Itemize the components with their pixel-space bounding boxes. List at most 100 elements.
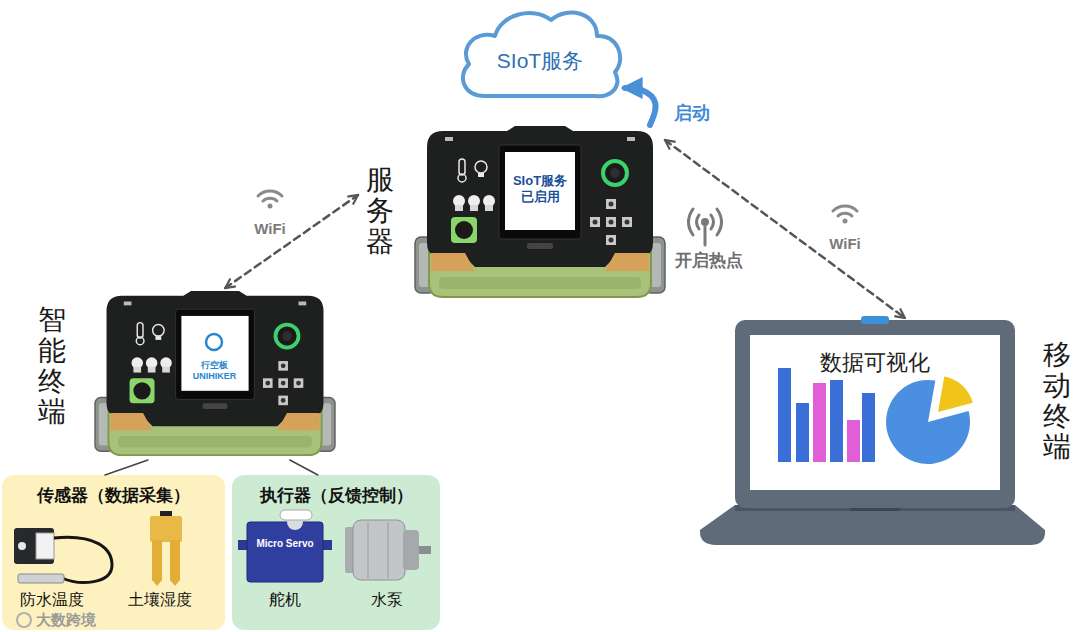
cloud-label: SIoT服务 [455,48,625,74]
leader-line [290,460,318,475]
laptop-drawing [735,320,1015,508]
node-heading-slot: 智能终端 [38,305,66,428]
wifi-icon [258,191,282,208]
hotspot-icon [689,209,694,235]
sensor-panel [2,475,225,630]
screen-status: SIoT服务 已启用 [505,173,575,206]
watermark: 大数跨境 [36,611,136,630]
link-label-slot: WiFi [820,235,870,254]
sensor-panel [36,533,54,559]
actuator-panel [232,475,440,630]
laptop-drawing [813,383,826,462]
sensor-panel [152,540,162,586]
wifi-icon [268,204,273,209]
start-arrow [625,88,656,125]
sensor-panel [170,540,180,586]
terminal-drawing [95,291,335,455]
part-name: 土壤湿度 [118,590,202,610]
edge-label: 启动 [672,102,712,125]
link-label-slot: WiFi [245,220,295,239]
cloud-label-slot: SIoT服务 [455,48,625,74]
actuator-group: 执行器（反馈控制） [232,475,440,630]
part-name: 防水温度 [10,590,94,610]
watermark-slot: 大数跨境 [36,611,136,630]
actuator-panel [368,522,388,578]
wifi-icon [843,219,848,224]
node-heading-slot: 移动终端 [1043,340,1071,463]
wifi-link [665,140,905,318]
device-screen: 行空板 UNIHIKER [181,316,248,391]
sensor-panel [18,574,64,583]
part-name-slot: 舵机 [255,590,315,610]
wifi-icon [833,206,857,211]
wifi-link [225,195,358,288]
group-heading-slot: 传感器（数据采集） [2,485,225,506]
node-heading: 移动终端 [1043,340,1071,463]
actuator-panel [403,530,419,570]
actuator-panel [247,522,323,582]
screen-logo-text: 行空板 UNIHIKER [181,360,248,383]
edge-label-slot: 启动 [672,102,712,125]
laptop-drawing [796,403,809,462]
node-heading: 智能终端 [38,305,66,428]
hotspot-label: 开启热点 [664,250,754,271]
node-heading: 服务器 [366,165,394,257]
part-name: 水泵 [357,590,417,610]
part-name-slot: 水泵 [357,590,417,610]
laptop-drawing [847,420,860,462]
server-drawing [415,126,665,297]
server-device: 服务器 SIoT服务 已启用 [358,125,665,300]
part-name-slot: 土壤湿度 [118,590,202,610]
hotspot-label-slot: 开启热点 [664,250,754,271]
laptop-drawing [830,380,843,462]
laptop-drawing [700,505,1045,545]
sensor-panel [18,542,26,550]
link-label: WiFi [820,235,870,254]
hotspot-icon [717,209,722,235]
wifi-icon [263,198,277,201]
hotspot-icon [704,226,707,245]
wifi-icon [838,213,852,216]
laptop-drawing [938,377,973,412]
screen-status-slot: SIoT服务 已启用 [505,173,575,206]
part-marking: Micro Servo [247,538,323,551]
wifi-icon [833,206,857,223]
sensor-panel [2,475,225,630]
hotspot-icon [697,215,700,229]
group-heading: 传感器（数据采集） [2,485,225,506]
sensor-panel [14,528,54,564]
group-heading: 执行器（反馈控制） [232,485,440,506]
laptop-drawing [861,316,889,324]
cloud-service: SIoT服务 [455,2,625,102]
group-heading-slot: 执行器（反馈控制） [232,485,440,506]
actuator-panel [353,520,405,580]
hotspot-icon [689,209,722,245]
watermark-logo [17,613,31,627]
screen-title-slot: 数据可视化 [750,349,1000,377]
terminal-drawing [95,291,335,455]
part-marking-slot: Micro Servo [247,538,323,551]
sensor-panel [150,516,182,542]
laptop-drawing [862,393,875,462]
screen-logo [206,334,222,350]
part-name-slot: 防水温度 [10,590,94,610]
part-name: 舵机 [255,590,315,610]
laptop-screen: 数据可视化 [750,335,1000,490]
server-drawing [415,126,665,297]
laptop-drawing [750,335,1000,490]
actuator-panel [232,475,440,630]
terminal-device: 智能终端 行空板 UNIHIKER [35,288,337,460]
laptop-drawing [778,368,791,462]
link-label: WiFi [245,220,295,239]
wifi-icon [258,191,282,196]
node-heading-slot: 服务器 [366,165,394,257]
actuator-panel [280,510,312,520]
screen-logo-text-slot: 行空板 UNIHIKER [181,360,248,383]
hotspot-icon [711,215,714,229]
laptop-terminal: 移动终端 数据可视化 [700,318,1076,548]
actuator-panel [419,546,431,554]
leader-line [105,460,148,475]
laptop-drawing [700,316,1045,545]
device-screen: SIoT服务 已启用 [505,152,575,230]
